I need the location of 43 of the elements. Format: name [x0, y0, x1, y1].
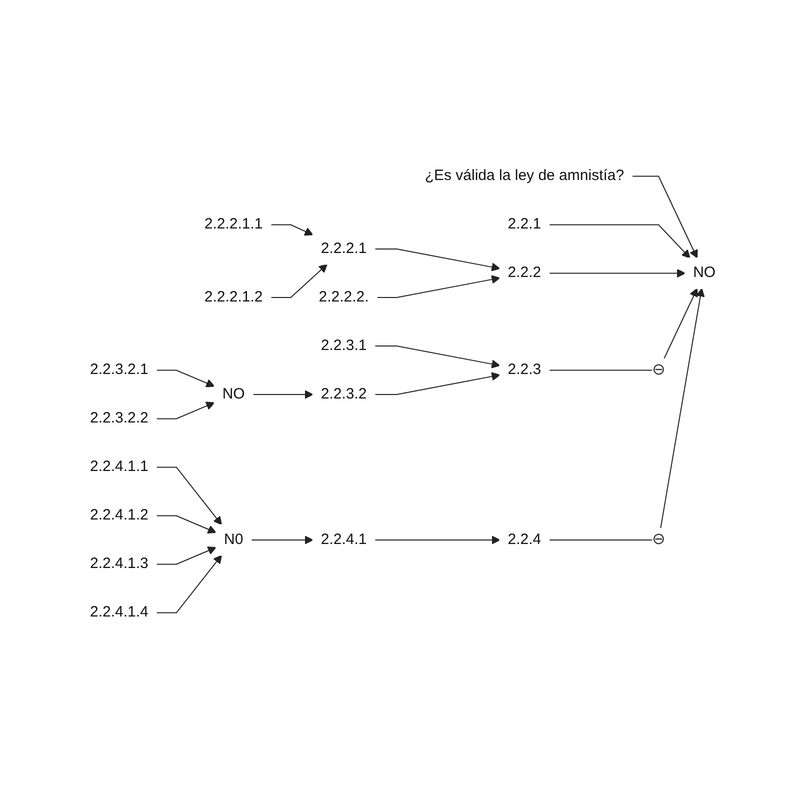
node-text: 2.2.1 [508, 216, 542, 232]
node-text: NO [693, 264, 716, 281]
node-text: 2.2.3 [508, 361, 542, 378]
arrow [374, 372, 500, 395]
arrow [548, 288, 705, 540]
arrow [376, 275, 500, 298]
arrow [374, 248, 500, 272]
edge-label: ⊖ [652, 531, 666, 548]
arrow [374, 346, 500, 368]
arrow [250, 536, 314, 544]
arrow [156, 546, 217, 565]
node-text: 2.2.4.1.4 [90, 604, 149, 620]
node-text: 2.2.2.2. [318, 288, 370, 306]
arrow [374, 536, 500, 544]
node-text: 2.2.3.2 [321, 385, 367, 402]
node-text: 2.2.4.1.2 [90, 506, 149, 524]
arrow [632, 176, 698, 258]
arrow [156, 554, 222, 614]
arrow [270, 224, 314, 236]
node-text: 2.2.2.1.1 [204, 216, 263, 232]
arrow [548, 224, 691, 258]
node-text: 2.2.4.1.1 [90, 458, 149, 475]
arrow [156, 370, 215, 388]
node-text: N0 [224, 530, 244, 548]
node-text: 2.2.3.2.1 [90, 361, 149, 378]
node-text: 2.2.3.1 [321, 336, 367, 354]
node-text: 2.2.3.2.2 [90, 410, 149, 426]
arrow [548, 288, 698, 371]
arrow [270, 264, 328, 298]
arrow [156, 402, 215, 420]
node-text: 2.2.2 [508, 264, 542, 281]
node-text: 2.2.4.1.3 [90, 555, 149, 572]
node-text: 2.2.4.1 [321, 530, 367, 548]
node-text: 2.2.2.1 [321, 240, 367, 257]
node-text: NO [222, 385, 246, 402]
node-text: ¿Es válida la ley de amnistía? [425, 167, 624, 184]
arrow [156, 466, 222, 526]
node-text: 2.2.4 [508, 530, 542, 548]
arrow [156, 515, 217, 534]
node-text: 2.2.2.1.2 [204, 288, 263, 306]
arrow [548, 268, 686, 278]
edge-label: ⊖ [652, 361, 666, 378]
arrow [252, 390, 314, 399]
